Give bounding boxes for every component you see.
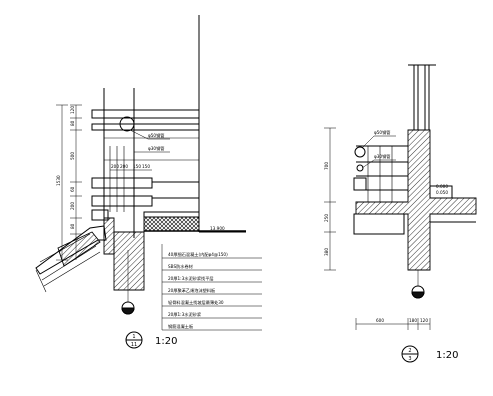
elevation-text: 13.900 — [210, 226, 225, 231]
pipe-section — [119, 116, 135, 132]
elevation-text: 0.000 — [436, 184, 448, 189]
left-detail: 120 80 500 60 200 80 1530 200 200 150 15… — [35, 15, 262, 349]
elevation-text: 0.050 — [436, 190, 448, 195]
rail-block-middle — [91, 195, 153, 207]
dim-text: 80 — [70, 120, 75, 126]
layer-text: 轻骨料混凝土找坡层最薄处30 — [168, 299, 224, 306]
dim-text: 200 — [70, 202, 75, 210]
concrete-column — [113, 231, 145, 291]
sheet-number: 3 — [408, 356, 411, 362]
rail-block-upper — [91, 177, 153, 189]
dim-text: 700 — [324, 162, 329, 170]
scale-text: 1:20 — [436, 350, 458, 361]
dim-text: 60 — [70, 186, 75, 192]
dim-text-total: 1530 — [56, 175, 61, 186]
callout-text: φ50钢管 — [148, 132, 164, 139]
callout-text: φ30钢管 — [374, 153, 390, 160]
dim-text: 120 — [420, 318, 428, 323]
sheet-number: 11 — [131, 342, 137, 348]
dim-text: 250 — [324, 214, 329, 222]
dim-text: 600 — [376, 318, 384, 323]
dim-text: 120 — [70, 106, 75, 114]
dim-text: 180 — [409, 318, 417, 323]
dim-text: 150 — [142, 164, 150, 169]
scale-text: 1:20 — [155, 336, 177, 347]
handrail-top — [91, 109, 200, 119]
insulation-layer — [143, 216, 200, 232]
right-detail: φ50钢管 φ30钢管 0.000 0.050 700 250 380 600 … — [324, 64, 477, 363]
layer-text: 20厚1:3水泥砂浆 — [168, 311, 202, 318]
layer-text: 钢筋混凝土板 — [168, 323, 194, 330]
callout-text: φ50钢管 — [374, 129, 390, 136]
detail-number: 2 — [408, 348, 411, 354]
layer-text: SBS防水卷材 — [168, 263, 193, 270]
handrail-second — [91, 123, 200, 131]
eave-tile — [35, 225, 107, 275]
layer-text: 20厚聚苯乙烯泡沫塑料板 — [168, 287, 216, 294]
concrete-column-section — [355, 129, 477, 271]
dim-text: 80 — [70, 223, 75, 229]
pipe-section — [354, 146, 366, 158]
dim-text: 200 — [120, 164, 128, 169]
dim-text: 200 — [111, 164, 119, 169]
layer-text: 40厚细石混凝土(内配φ4@150) — [168, 251, 228, 258]
dim-text: 150 — [133, 164, 141, 169]
dim-text: 380 — [324, 248, 329, 256]
layer-text: 20厚1:3水泥砂浆找平层 — [168, 275, 214, 282]
callout-text: φ30钢管 — [148, 145, 164, 152]
detail-number: 1 — [132, 334, 135, 340]
dim-text: 500 — [70, 152, 75, 160]
